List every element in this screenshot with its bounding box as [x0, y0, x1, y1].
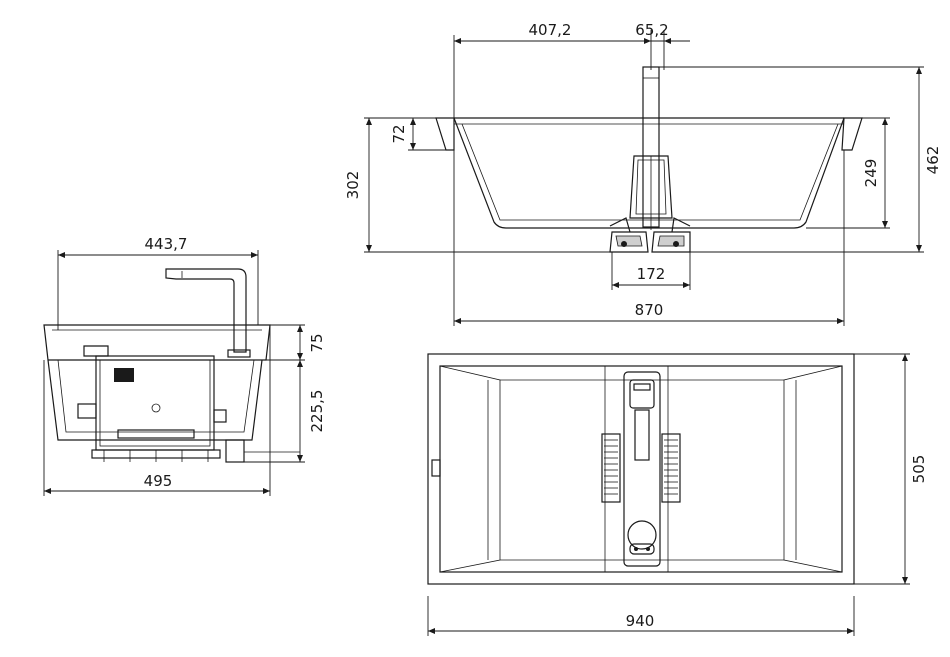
dim-front-width: 870: [635, 301, 664, 319]
dim-front-overall-height: 462: [924, 146, 942, 175]
dim-front-rim-depth: 72: [390, 124, 408, 143]
top-view: 505 940: [427, 353, 928, 636]
dim-top-length: 940: [626, 612, 655, 630]
top-jet-grilles: [601, 433, 681, 503]
dimension-arrowheads: [44, 38, 922, 634]
dim-side-rim-height: 75: [308, 333, 326, 352]
front-faucet: [629, 66, 673, 230]
dim-side-total-width: 495: [144, 472, 173, 490]
dim-side-faucet-width: 443,7: [145, 235, 188, 253]
dim-front-faucet-offset: 65,2: [635, 21, 668, 39]
side-tub-body: [43, 324, 271, 441]
dim-front-inner-depth: 249: [862, 159, 880, 188]
side-pump-unit: [77, 355, 300, 463]
dim-front-total-height: 302: [344, 171, 362, 200]
dim-side-body-height: 225,5: [308, 390, 326, 433]
front-view: 407,2 65,2 72 302 249 462 172 870: [344, 21, 942, 326]
front-tub-body: [435, 117, 863, 229]
top-dimension-lines: [427, 353, 910, 636]
top-center-console: [623, 371, 661, 567]
control-box-icon: [114, 368, 134, 382]
front-drain-feet: [609, 217, 691, 253]
top-tub-outline: [427, 353, 855, 585]
dim-front-drain-width: 172: [637, 265, 666, 283]
dim-top-depth: 505: [910, 455, 928, 484]
dim-front-half-width: 407,2: [529, 21, 572, 39]
side-faucet: [165, 268, 251, 358]
side-dimension-lines: [43, 250, 305, 496]
side-view: 443,7 495 75 225,5: [43, 235, 326, 496]
